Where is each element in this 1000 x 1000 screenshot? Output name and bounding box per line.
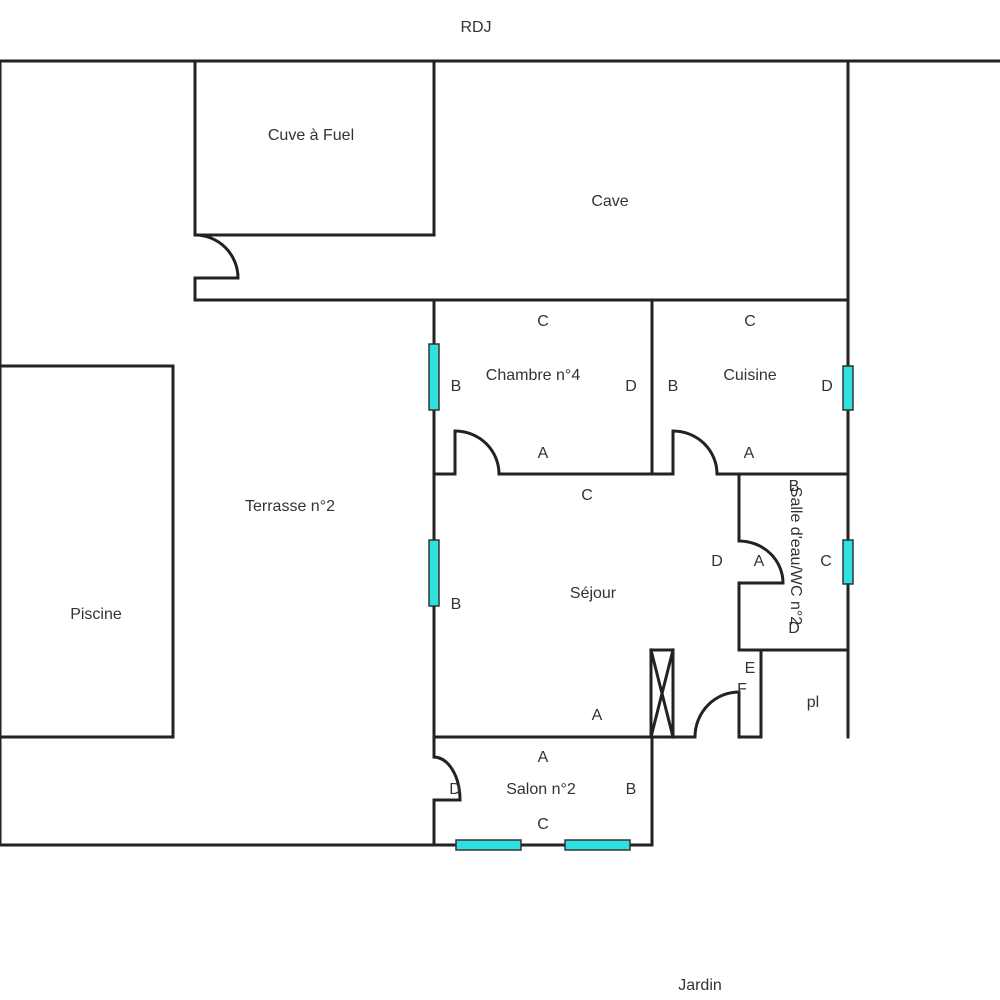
wall-label: A	[592, 707, 603, 724]
wall-label: C	[820, 553, 832, 570]
wall-label: D	[711, 553, 723, 570]
wall-label: D	[788, 620, 800, 637]
chambre-cuisine-bottom-wall	[432, 429, 850, 476]
sejour-bottom-wall	[432, 648, 763, 739]
room-label-cave: Cave	[591, 193, 628, 210]
wall-label: D	[821, 378, 833, 395]
room-label-placard: pl	[807, 694, 819, 711]
wall-label: A	[754, 553, 765, 570]
wall-label: B	[626, 781, 637, 798]
room-label-piscine: Piscine	[70, 606, 122, 623]
window	[428, 343, 440, 411]
wall-label: D	[449, 781, 461, 798]
walls	[0, 59, 1000, 847]
salle-eau-walls	[737, 472, 850, 652]
room-label-chambre: Chambre n°4	[486, 367, 581, 384]
wall-label: B	[451, 378, 462, 395]
wall-label: F	[737, 681, 747, 698]
wall-label: C	[744, 313, 756, 330]
room-label-jardin: Jardin	[678, 977, 722, 994]
salon-door	[432, 755, 462, 802]
piscine-outline	[0, 364, 175, 739]
cuve-door	[193, 233, 240, 280]
window	[428, 539, 440, 607]
wall-label: E	[745, 660, 756, 677]
wall-label: B	[789, 478, 800, 495]
wall-label: A	[744, 445, 755, 462]
terrace-boundary	[0, 59, 654, 847]
wall-label: A	[538, 749, 549, 766]
window	[564, 839, 631, 851]
cave-walls	[193, 59, 850, 302]
window	[455, 839, 522, 851]
wall-label: C	[537, 313, 549, 330]
room-label-cuisine: Cuisine	[723, 367, 776, 384]
window	[842, 365, 854, 411]
room-label-terrasse: Terrasse n°2	[245, 498, 335, 515]
room-label-salon: Salon n°2	[506, 781, 576, 798]
room-label-sejour: Séjour	[570, 585, 617, 602]
room-label-cuve: Cuve à Fuel	[268, 127, 354, 144]
wall-labels: A B C D A B C D A B C D E F A B C D A B …	[449, 313, 833, 833]
room-label-salle-eau: Salle d'eau/WC n°2	[787, 487, 804, 626]
wall-label: B	[451, 596, 462, 613]
cuve-walls	[193, 59, 436, 237]
wall-label: C	[581, 487, 593, 504]
wall-label: B	[668, 378, 679, 395]
closet	[649, 648, 675, 739]
plan-title: RDJ	[460, 19, 491, 36]
windows	[428, 343, 854, 851]
wall-label: A	[538, 445, 549, 462]
wall-label: C	[537, 816, 549, 833]
wall-label: D	[625, 378, 637, 395]
window	[842, 539, 854, 585]
